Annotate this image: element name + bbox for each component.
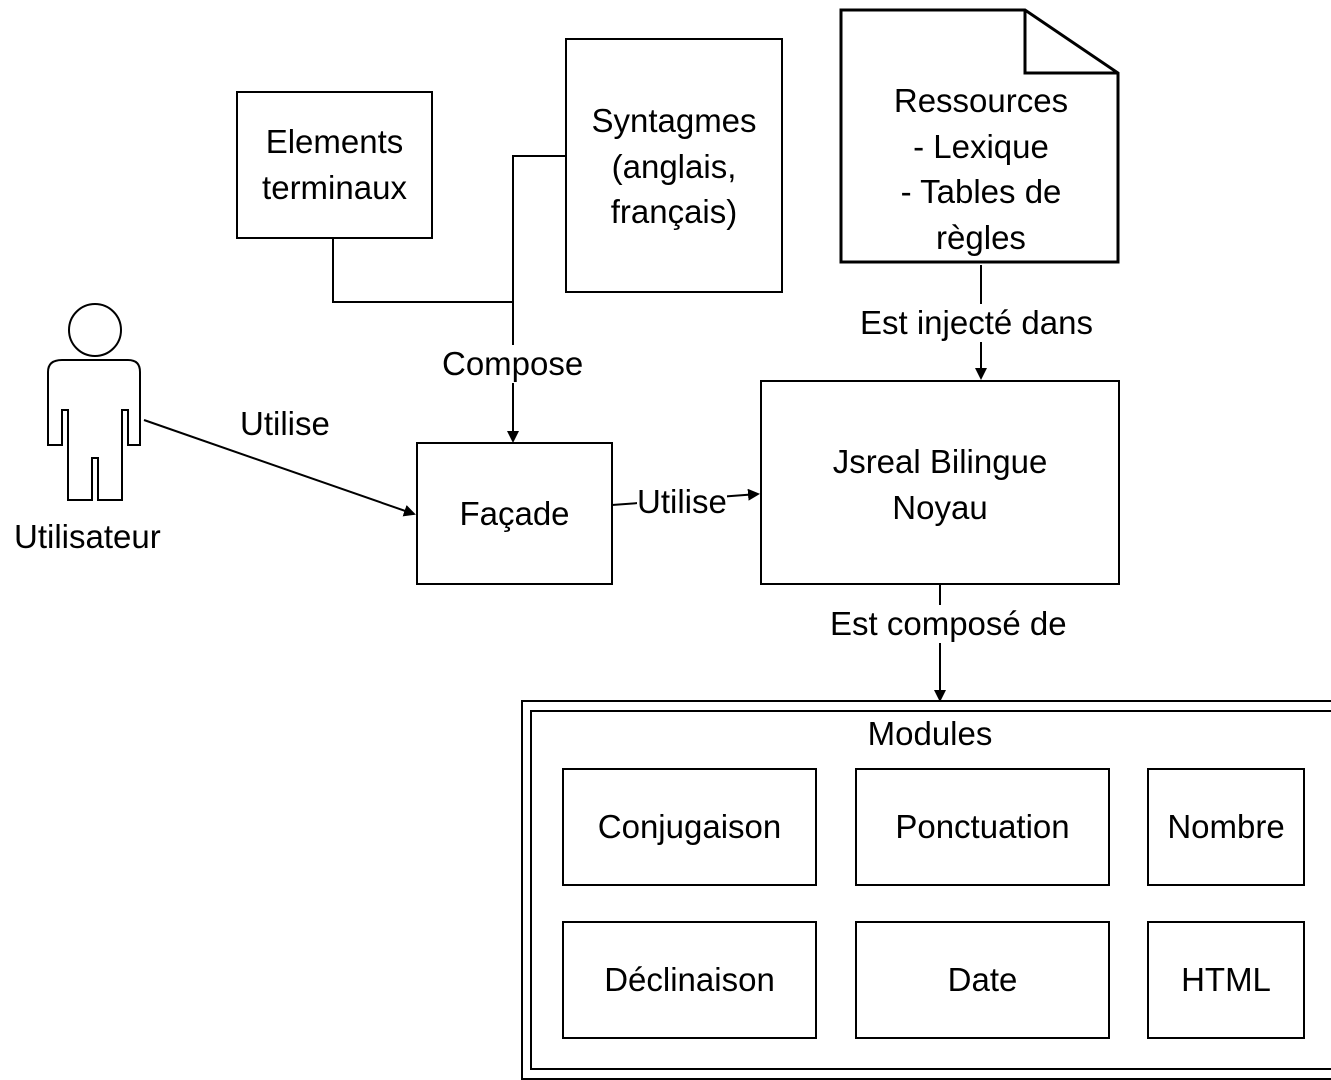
ressources-line-4: règles	[936, 218, 1026, 256]
edge-label-compose: Compose	[442, 345, 584, 383]
noyau-node[interactable]: Jsreal Bilingue Noyau	[760, 380, 1120, 585]
noyau-line-1: Jsreal Bilingue	[832, 443, 1048, 480]
ressources-line-1: Ressources	[893, 82, 1069, 119]
syntagmes-node[interactable]: Syntagmes (anglais, français)	[565, 38, 783, 293]
elements-terminaux-line-2: terminaux	[262, 169, 407, 206]
edge-label-compose-de: Est composé de	[830, 605, 1067, 643]
module-label: Nombre	[1167, 808, 1285, 846]
user-actor-icon	[47, 303, 141, 501]
edge-compose-elements	[332, 238, 513, 303]
ressources-document-shape	[839, 8, 1120, 264]
module-date[interactable]: Date	[855, 921, 1110, 1039]
noyau-line-2: Noyau	[892, 488, 988, 526]
facade-node[interactable]: Façade	[416, 442, 613, 585]
edge-utilise-actor	[143, 419, 416, 517]
ressources-line-2: - Lexique	[913, 127, 1049, 165]
syntagmes-line-2: (anglais,	[611, 147, 737, 185]
edge-label-utilise-noyau: Utilise	[637, 483, 727, 521]
ressources-node[interactable]: Ressources - Lexique - Tables de règles	[845, 78, 1117, 260]
elements-terminaux-node[interactable]: Elements terminaux	[236, 91, 433, 239]
module-label: Ponctuation	[895, 808, 1070, 846]
facade-label: Façade	[459, 494, 570, 532]
module-declinaison[interactable]: Déclinaison	[562, 921, 817, 1039]
module-label: Déclinaison	[604, 961, 775, 999]
elements-terminaux-line-1: Elements	[265, 123, 404, 161]
module-conjugaison[interactable]: Conjugaison	[562, 768, 817, 886]
syntagmes-line-3: français)	[610, 193, 738, 231]
modules-title: Modules	[867, 715, 993, 752]
ressources-line-3: - Tables de	[900, 173, 1062, 211]
edge-compose-syntagmes	[507, 155, 565, 443]
edge-label-utilise-actor: Utilise	[240, 405, 330, 442]
module-ponctuation[interactable]: Ponctuation	[855, 768, 1110, 886]
module-nombre[interactable]: Nombre	[1147, 768, 1305, 886]
edge-label-injecte: Est injecté dans	[860, 304, 1093, 342]
module-html[interactable]: HTML	[1147, 921, 1305, 1039]
module-label: Date	[947, 961, 1018, 999]
actor-label: Utilisateur	[14, 518, 161, 556]
module-label: HTML	[1181, 961, 1271, 999]
syntagmes-line-1: Syntagmes	[591, 102, 757, 139]
module-label: Conjugaison	[597, 808, 782, 846]
